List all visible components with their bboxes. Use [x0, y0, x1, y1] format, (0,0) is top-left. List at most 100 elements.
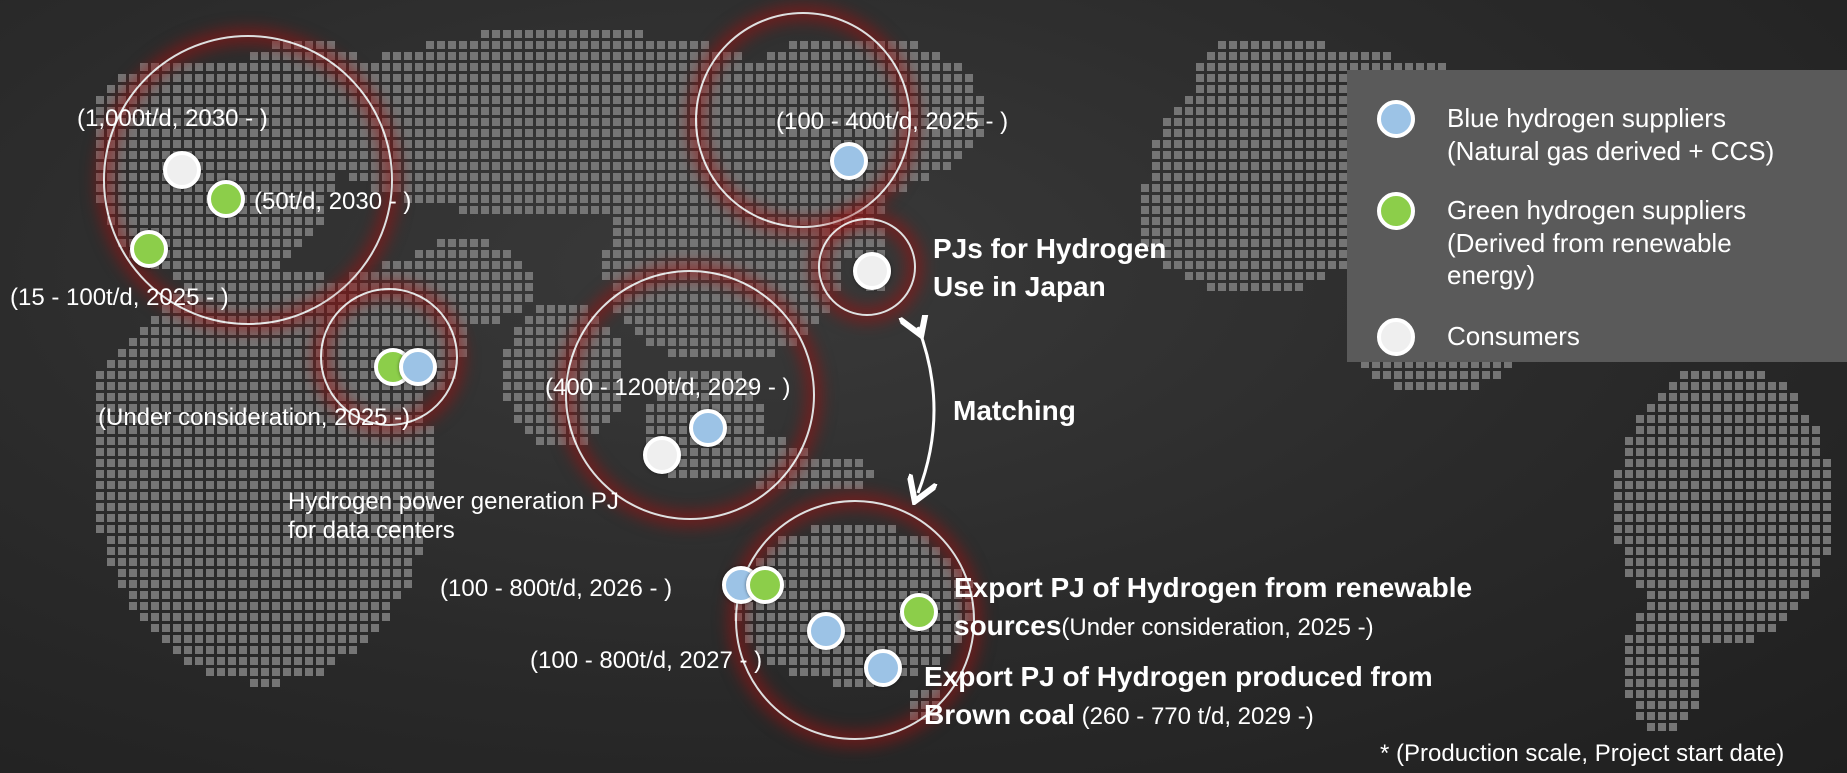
land-dot — [1207, 63, 1215, 71]
land-dot — [943, 74, 951, 82]
land-dot — [558, 382, 566, 390]
land-dot — [1669, 668, 1677, 676]
land-dot — [525, 283, 533, 291]
land-dot — [811, 283, 819, 291]
land-dot — [437, 305, 445, 313]
land-dot — [1680, 525, 1688, 533]
land-dot — [239, 360, 247, 368]
land-dot — [272, 404, 280, 412]
land-dot — [712, 206, 720, 214]
land-dot — [305, 536, 313, 544]
land-dot — [1262, 162, 1270, 170]
land-dot — [965, 85, 973, 93]
land-dot — [1339, 261, 1347, 269]
land-dot — [646, 195, 654, 203]
land-dot — [1779, 382, 1787, 390]
land-dot — [470, 206, 478, 214]
land-dot — [811, 228, 819, 236]
land-dot — [899, 184, 907, 192]
land-dot — [1251, 63, 1259, 71]
land-dot — [1636, 492, 1644, 500]
land-dot — [1196, 239, 1204, 247]
land-dot — [470, 173, 478, 181]
land-dot — [1251, 118, 1259, 126]
land-dot — [195, 360, 203, 368]
land-dot — [1636, 426, 1644, 434]
land-dot — [811, 316, 819, 324]
land-dot — [767, 294, 775, 302]
land-dot — [261, 371, 269, 379]
land-dot — [679, 173, 687, 181]
land-dot — [1779, 481, 1787, 489]
land-dot — [1691, 591, 1699, 599]
land-dot — [118, 437, 126, 445]
land-dot — [591, 52, 599, 60]
land-dot — [1713, 382, 1721, 390]
land-dot — [646, 63, 654, 71]
land-dot — [1196, 151, 1204, 159]
land-dot — [1757, 591, 1765, 599]
land-dot — [1713, 503, 1721, 511]
land-dot — [690, 195, 698, 203]
land-dot — [1779, 580, 1787, 588]
land-dot — [1163, 195, 1171, 203]
land-dot — [151, 437, 159, 445]
land-dot — [1163, 151, 1171, 159]
land-dot — [602, 184, 610, 192]
land-dot — [690, 85, 698, 93]
land-dot — [426, 107, 434, 115]
land-dot — [360, 536, 368, 544]
land-dot — [206, 613, 214, 621]
land-dot — [1306, 96, 1314, 104]
land-dot — [1273, 173, 1281, 181]
land-dot — [1427, 63, 1435, 71]
land-dot — [437, 261, 445, 269]
land-dot — [1790, 404, 1798, 412]
land-dot — [1317, 217, 1325, 225]
land-dot — [1196, 96, 1204, 104]
land-dot — [1284, 151, 1292, 159]
land-dot — [1317, 52, 1325, 60]
land-dot — [1724, 514, 1732, 522]
land-dot — [657, 250, 665, 258]
land-dot — [1152, 228, 1160, 236]
land-dot — [1713, 547, 1721, 555]
land-dot — [1812, 492, 1820, 500]
land-dot — [151, 536, 159, 544]
land-dot — [1405, 371, 1413, 379]
land-dot — [107, 360, 115, 368]
land-dot — [679, 85, 687, 93]
land-dot — [118, 96, 126, 104]
land-dot — [151, 591, 159, 599]
land-dot — [217, 558, 225, 566]
land-dot — [1328, 118, 1336, 126]
land-dot — [1658, 569, 1666, 577]
land-dot — [173, 635, 181, 643]
land-dot — [448, 261, 456, 269]
land-dot — [1152, 173, 1160, 181]
land-dot — [448, 63, 456, 71]
land-dot — [206, 426, 214, 434]
land-dot — [217, 646, 225, 654]
land-dot — [558, 107, 566, 115]
land-dot — [1713, 448, 1721, 456]
land-dot — [283, 437, 291, 445]
land-dot — [503, 41, 511, 49]
land-dot — [217, 547, 225, 555]
land-dot — [1691, 613, 1699, 621]
land-dot — [305, 525, 313, 533]
land-dot — [162, 448, 170, 456]
land-dot — [668, 151, 676, 159]
land-dot — [1240, 272, 1248, 280]
land-dot — [1735, 393, 1743, 401]
land-dot — [943, 151, 951, 159]
land-dot — [1790, 426, 1798, 434]
land-dot — [811, 470, 819, 478]
land-dot — [206, 668, 214, 676]
land-dot — [811, 481, 819, 489]
land-dot — [1702, 459, 1710, 467]
land-dot — [723, 195, 731, 203]
land-dot — [492, 195, 500, 203]
land-dot — [470, 305, 478, 313]
land-dot — [206, 635, 214, 643]
